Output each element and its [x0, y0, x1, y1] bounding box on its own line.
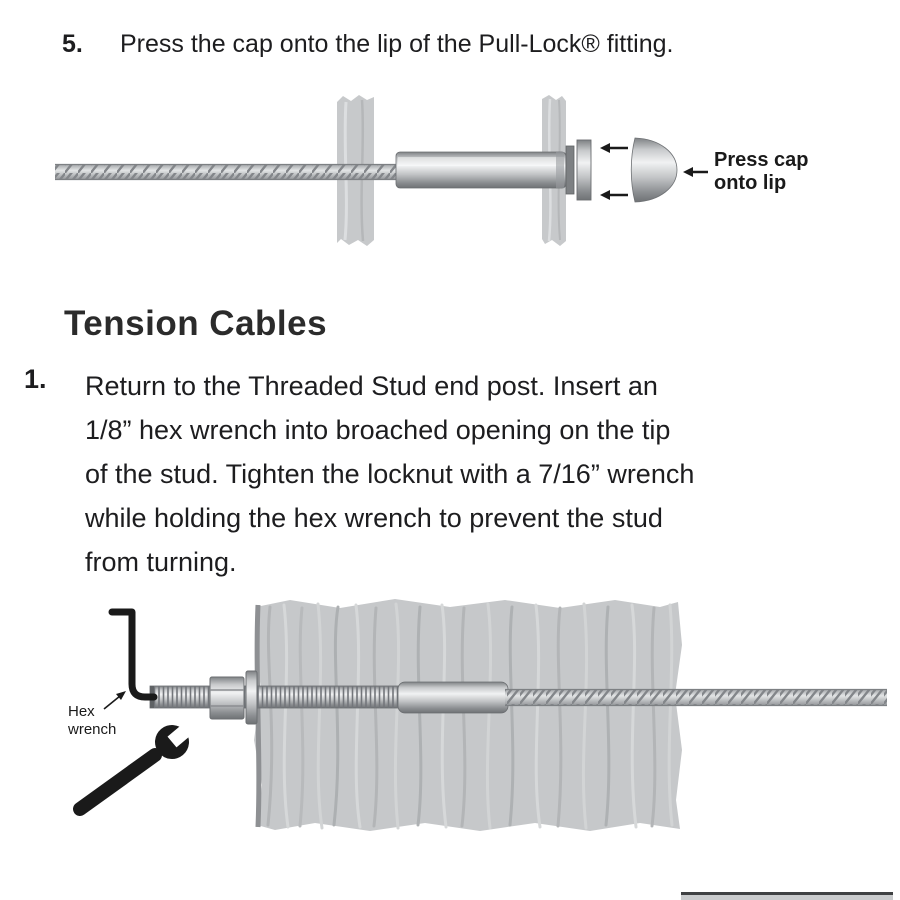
- hex-wrench-label: Hex wrench: [67, 691, 126, 738]
- fitting-lip: [565, 145, 575, 195]
- threaded-stud: [149, 685, 403, 709]
- caption-press-cap: Press cap: [714, 149, 809, 171]
- locknut: [209, 676, 245, 720]
- step1-text: Return to the Threaded Stud end post. In…: [85, 364, 694, 584]
- swage-fitting: [397, 681, 509, 714]
- hex-label-line1: Hex: [68, 703, 95, 720]
- step5-text: Press the cap onto the lip of the Pull-L…: [120, 30, 674, 58]
- step1-line: of the stud. Tighten the locknut with a …: [85, 459, 695, 489]
- figure-threaded-stud: Hex wrench: [67, 599, 887, 831]
- post-front-edge: [254, 604, 262, 828]
- cap: [630, 137, 678, 203]
- section-heading: Tension Cables: [64, 304, 328, 343]
- step1-line: 1/8” hex wrench into broached opening on…: [85, 415, 671, 445]
- hex-label-line2: wrench: [67, 721, 116, 738]
- next-figure-edge: [681, 892, 893, 900]
- washer: [245, 670, 258, 725]
- step1-number: 1.: [24, 364, 47, 394]
- step1-line: Return to the Threaded Stud end post. In…: [85, 371, 658, 401]
- fitting-flange: [576, 139, 592, 201]
- press-direction-arrows: [600, 143, 628, 200]
- cable-right: [505, 688, 887, 707]
- open-end-wrench: [73, 718, 198, 816]
- hex-wrench: [108, 608, 158, 701]
- pull-lock-fitting: [395, 139, 592, 201]
- step5-number: 5.: [62, 30, 83, 58]
- caption-arrow: [683, 167, 708, 177]
- caption-onto-lip: onto lip: [714, 172, 786, 194]
- step1-line: while holding the hex wrench to prevent …: [85, 503, 663, 533]
- step1-line: from turning.: [85, 547, 237, 577]
- end-post: [254, 599, 682, 831]
- figure-pull-lock-cap: Press cap onto lip: [55, 95, 809, 246]
- cable-left: [55, 163, 399, 181]
